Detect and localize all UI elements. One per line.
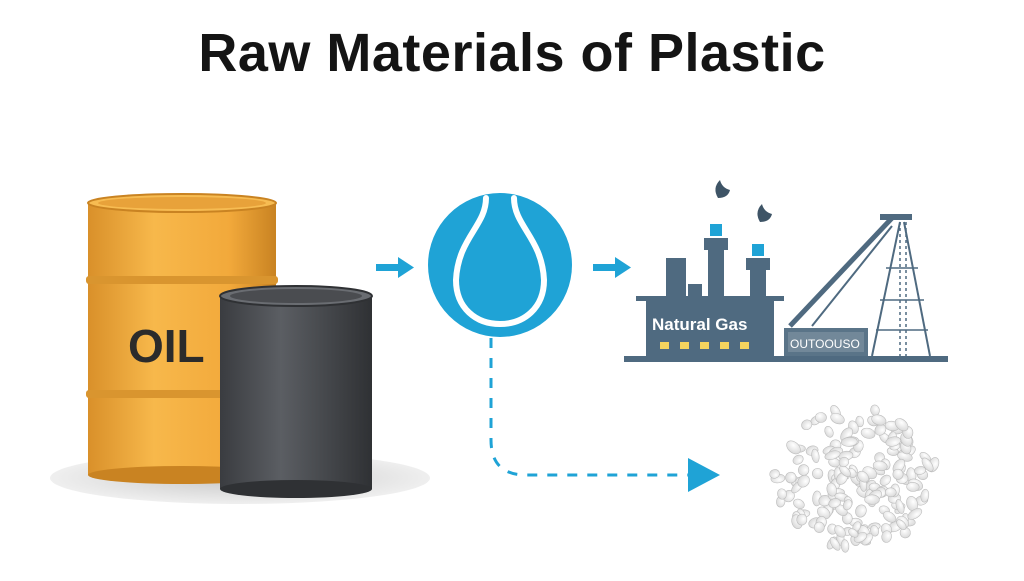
pellet <box>881 530 892 543</box>
pellet <box>792 454 804 465</box>
dark-barrel <box>219 285 373 498</box>
page-title: Raw Materials of Plastic <box>198 23 826 83</box>
pellet <box>879 474 892 486</box>
pellet <box>855 504 867 518</box>
pellet <box>864 494 880 505</box>
pellet <box>812 468 824 480</box>
pellet <box>777 488 787 500</box>
pellet <box>796 513 808 526</box>
pellet <box>914 466 927 475</box>
pellet <box>815 412 827 423</box>
pellet <box>896 519 907 530</box>
arrow-right-icon <box>593 257 631 278</box>
pellet <box>871 414 887 426</box>
pellet <box>840 539 850 553</box>
pellet <box>828 498 841 509</box>
pellet <box>801 419 813 431</box>
pellet <box>907 508 923 520</box>
arrow-right-icon <box>376 257 414 278</box>
pellet <box>895 499 905 514</box>
pellet <box>857 470 869 483</box>
pellet <box>824 450 841 460</box>
pellet <box>797 464 810 476</box>
pellet <box>894 418 909 432</box>
pellet <box>892 468 904 480</box>
pellet <box>841 436 858 447</box>
factory-icon: Natural Gas OUTOOUSO <box>624 180 948 362</box>
water-drop-icon <box>428 193 572 337</box>
pellet <box>870 404 880 416</box>
oil-label: OIL <box>128 320 205 372</box>
pellet <box>842 499 853 511</box>
pellet <box>874 423 887 436</box>
pellet <box>797 474 810 488</box>
pellet <box>813 521 825 533</box>
pellet <box>882 511 897 523</box>
pellet <box>839 465 851 477</box>
pellet <box>811 448 820 464</box>
plastic-pellets-icon <box>769 404 940 553</box>
pellet <box>870 525 879 537</box>
pellet <box>838 456 850 468</box>
pellet <box>829 537 841 551</box>
pellet <box>786 440 801 455</box>
dashed-path <box>489 338 688 477</box>
arrow-right-icon <box>688 458 720 492</box>
pellet <box>830 412 845 425</box>
pellet <box>921 457 934 472</box>
natural-gas-label: Natural Gas <box>652 315 747 334</box>
pellet <box>860 427 876 439</box>
pellet <box>872 460 888 472</box>
plant-sign: OUTOOUSO <box>790 337 860 351</box>
pellet <box>885 487 897 498</box>
pellet <box>848 528 859 538</box>
pellet <box>824 426 834 438</box>
pellet <box>920 488 930 503</box>
pellet <box>834 525 846 538</box>
pellet <box>785 471 797 484</box>
pellet <box>793 498 805 510</box>
pellet <box>769 469 780 479</box>
pellet <box>885 436 901 447</box>
pellet <box>906 481 920 492</box>
pellet <box>826 482 837 497</box>
